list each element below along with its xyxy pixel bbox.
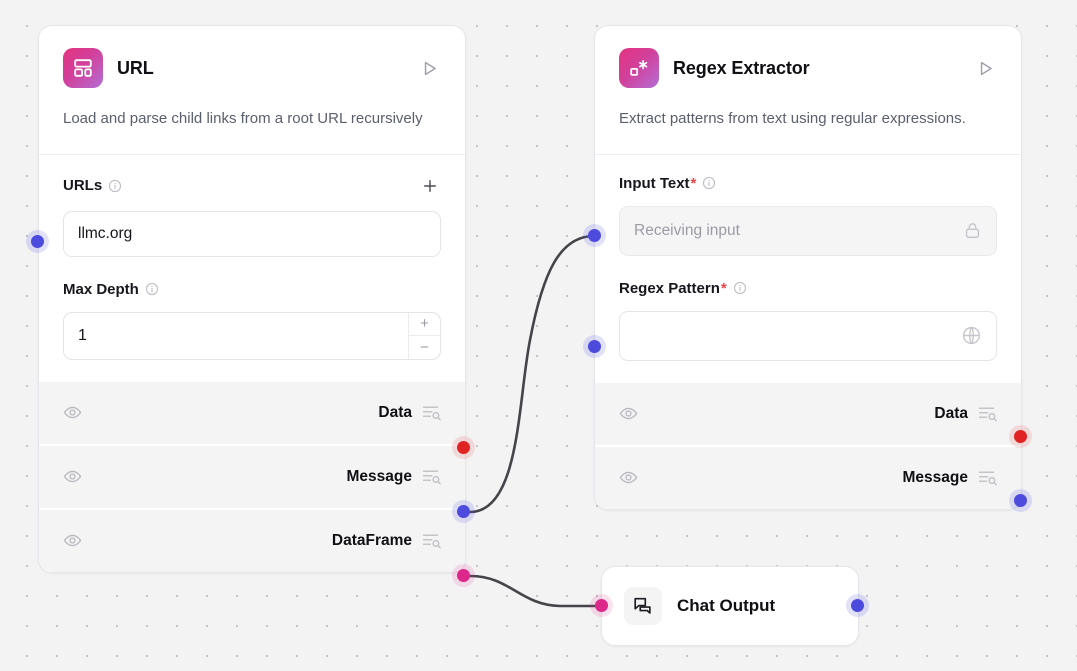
- urls-input-value: llmc.org: [78, 224, 133, 242]
- handle-chat-output-input[interactable]: [590, 594, 613, 617]
- node-chat-output-title: Chat Output: [677, 596, 776, 615]
- input-text-placeholder: Receiving input: [634, 221, 740, 239]
- list-search-icon[interactable]: [421, 404, 441, 422]
- eye-icon[interactable]: [619, 468, 638, 487]
- max-depth-spin-buttons[interactable]: + −: [408, 312, 440, 359]
- globe-icon[interactable]: [961, 325, 982, 346]
- max-depth-stepper[interactable]: 1 + −: [63, 311, 441, 360]
- handle-regex-output-message[interactable]: [1009, 489, 1032, 512]
- field-urls-label: URLs: [63, 177, 122, 194]
- layout-dashboard-icon: [63, 48, 103, 88]
- list-search-icon[interactable]: [977, 469, 997, 487]
- edge-dataframe-to-chat-output: [468, 574, 603, 608]
- node-regex-title: Regex Extractor: [673, 57, 810, 78]
- required-asterisk: *: [720, 279, 727, 297]
- handle-chat-output-output[interactable]: [846, 594, 869, 617]
- regex-pattern-input[interactable]: [619, 310, 997, 361]
- info-icon[interactable]: [108, 179, 122, 193]
- eye-icon[interactable]: [63, 467, 82, 486]
- run-component-button[interactable]: [417, 56, 441, 80]
- field-max-depth-label: Max Depth: [63, 281, 441, 298]
- field-input-text-label-text: Input Text: [619, 174, 690, 192]
- node-regex-outputs: Data Message: [595, 382, 1021, 509]
- info-icon[interactable]: [733, 281, 747, 295]
- list-search-icon[interactable]: [421, 532, 441, 550]
- lock-icon: [963, 221, 982, 240]
- field-urls-label-row: URLs: [63, 175, 441, 197]
- output-name-message: Message: [902, 468, 968, 486]
- divider: [595, 153, 1021, 155]
- edge-message-to-input-text: [468, 234, 596, 514]
- field-input-text-label: Input Text*: [619, 175, 997, 192]
- eye-icon[interactable]: [63, 531, 82, 550]
- output-row-dataframe[interactable]: DataFrame: [39, 509, 465, 572]
- output-name-dataframe: DataFrame: [331, 531, 412, 549]
- list-search-icon[interactable]: [977, 405, 997, 423]
- max-depth-decrement-button[interactable]: −: [420, 338, 429, 356]
- handle-url-output-dataframe[interactable]: [452, 564, 475, 587]
- field-regex-pattern-label: Regex Pattern*: [619, 280, 997, 297]
- eye-icon[interactable]: [619, 404, 638, 423]
- output-row-message[interactable]: Message: [39, 445, 465, 508]
- input-text-field: Receiving input: [619, 205, 997, 256]
- handle-url-output-data[interactable]: [452, 436, 475, 459]
- info-icon[interactable]: [702, 176, 716, 190]
- info-icon[interactable]: [145, 282, 159, 296]
- regex-icon: [619, 48, 659, 88]
- handle-regex-input-text[interactable]: [583, 224, 606, 247]
- node-regex-extractor[interactable]: Regex Extractor Extract patterns from te…: [594, 25, 1022, 510]
- node-url-title: URL: [117, 57, 154, 78]
- field-max-depth-label-text: Max Depth: [63, 280, 139, 298]
- urls-input[interactable]: llmc.org: [63, 210, 441, 257]
- node-regex-body: Input Text* Receiving input: [595, 155, 1021, 383]
- node-chat-output[interactable]: Chat Output: [601, 566, 859, 646]
- output-name-data: Data: [378, 403, 412, 421]
- handle-regex-pattern-input[interactable]: [583, 335, 606, 358]
- node-url-description: Load and parse child links from a root U…: [63, 110, 423, 127]
- list-search-icon[interactable]: [421, 468, 441, 486]
- handle-regex-output-data[interactable]: [1009, 425, 1032, 448]
- field-urls-label-text: URLs: [63, 177, 103, 195]
- output-row-data[interactable]: Data: [595, 382, 1021, 445]
- node-url[interactable]: URL Load and parse child links from a ro…: [38, 25, 466, 573]
- max-depth-value: 1: [78, 326, 87, 344]
- max-depth-increment-button[interactable]: +: [409, 313, 440, 336]
- output-name-data: Data: [934, 404, 968, 422]
- handle-url-output-message[interactable]: [452, 500, 475, 523]
- run-component-button[interactable]: [973, 56, 997, 80]
- node-url-outputs: Data Message: [39, 381, 465, 572]
- node-regex-description: Extract patterns from text using regular…: [619, 110, 966, 127]
- chat-bubbles-icon: [624, 587, 662, 625]
- node-regex-header: Regex Extractor Extract patterns from te…: [595, 26, 1021, 154]
- node-url-header: URL Load and parse child links from a ro…: [39, 26, 465, 154]
- field-max-depth-label-row: Max Depth: [63, 281, 441, 298]
- output-row-message[interactable]: Message: [595, 446, 1021, 509]
- add-url-button[interactable]: [419, 175, 441, 197]
- divider: [39, 153, 465, 155]
- required-asterisk: *: [690, 174, 697, 192]
- eye-icon[interactable]: [63, 403, 82, 422]
- output-name-message: Message: [346, 467, 412, 485]
- output-row-data[interactable]: Data: [39, 381, 465, 444]
- node-url-body: URLs llmc.org: [39, 155, 465, 382]
- handle-url-input[interactable]: [26, 230, 49, 253]
- field-regex-pattern-label-text: Regex Pattern: [619, 279, 720, 297]
